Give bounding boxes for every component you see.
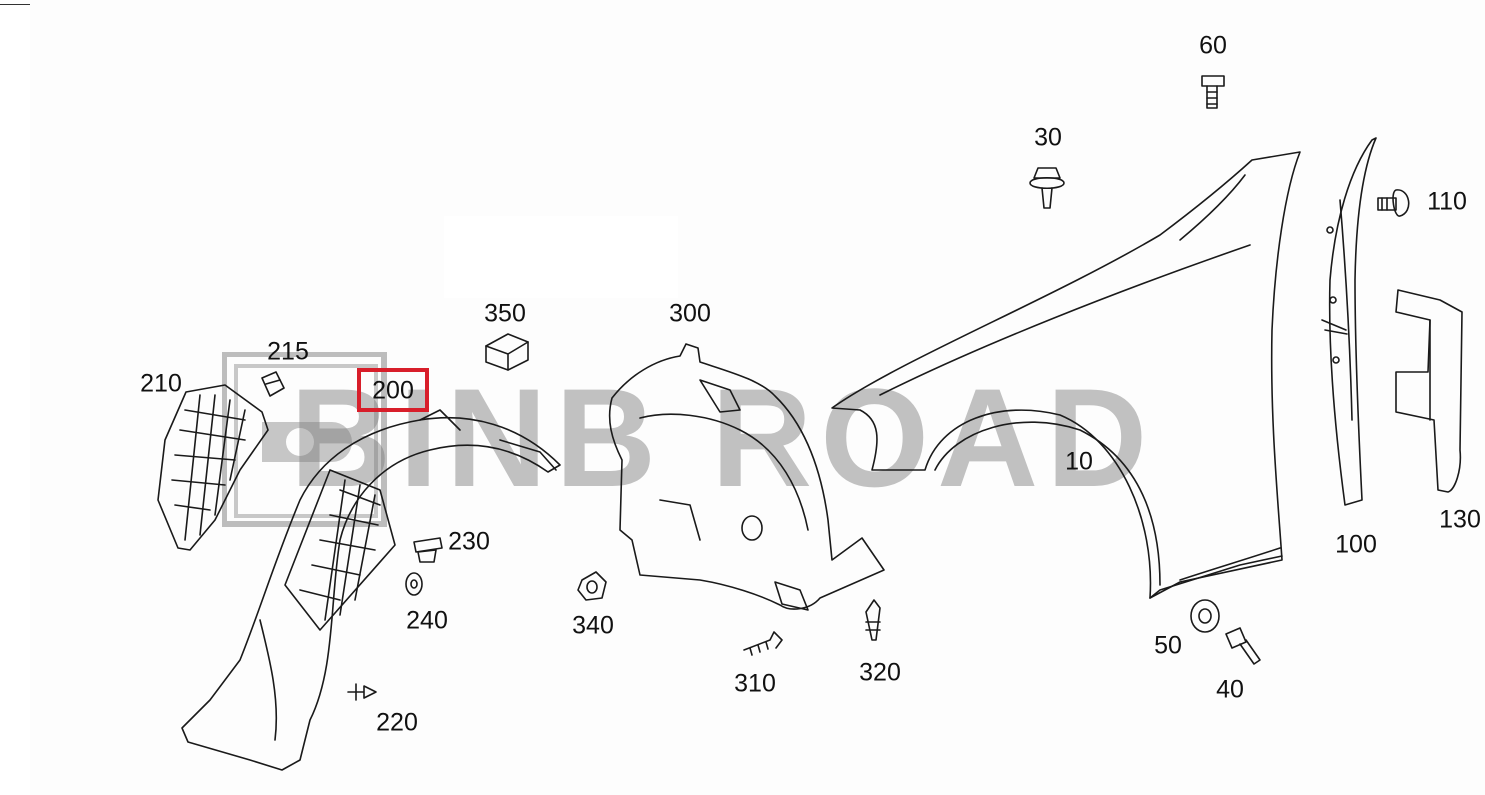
blank-label-area [444,216,678,298]
callout-130[interactable]: 130 [1439,505,1481,534]
part-220-clip [347,683,377,701]
part-40-screw [1225,627,1261,665]
callout-200[interactable]: 200 [372,376,414,405]
callout-240[interactable]: 240 [406,606,448,635]
part-215-clip [261,371,285,397]
part-110-clip [1377,189,1410,217]
callout-310[interactable]: 310 [734,669,776,698]
part-240-nut [405,572,423,596]
callout-215[interactable]: 215 [267,337,309,366]
callout-10[interactable]: 10 [1065,447,1093,476]
top-edge-line [0,4,30,5]
part-10-fender [831,151,1301,599]
callout-230[interactable]: 230 [448,527,490,556]
part-30-screw [1029,167,1065,209]
callout-220[interactable]: 220 [376,708,418,737]
part-300-liner [608,343,885,611]
callout-320[interactable]: 320 [859,658,901,687]
callout-60[interactable]: 60 [1199,31,1227,60]
callout-340[interactable]: 340 [572,611,614,640]
part-210-cover [157,384,269,551]
part-200-liner [181,409,561,771]
callout-30[interactable]: 30 [1034,123,1062,152]
part-50-washer [1190,599,1220,633]
part-130-bracket [1395,289,1463,493]
part-230-nut [413,537,443,563]
callout-350[interactable]: 350 [484,299,526,328]
part-320-pin [865,599,881,641]
part-60-bolt [1201,75,1225,109]
part-310-pin [743,631,783,656]
part-100-strip [1321,137,1377,506]
part-350-pad [485,333,529,371]
callout-100[interactable]: 100 [1335,530,1377,559]
callout-50[interactable]: 50 [1154,631,1182,660]
callout-40[interactable]: 40 [1216,675,1244,704]
callout-110[interactable]: 110 [1427,187,1467,216]
highlight-box-200 [357,368,429,412]
callout-300[interactable]: 300 [669,299,711,328]
callout-210[interactable]: 210 [140,369,182,398]
part-340-nut [577,571,607,601]
